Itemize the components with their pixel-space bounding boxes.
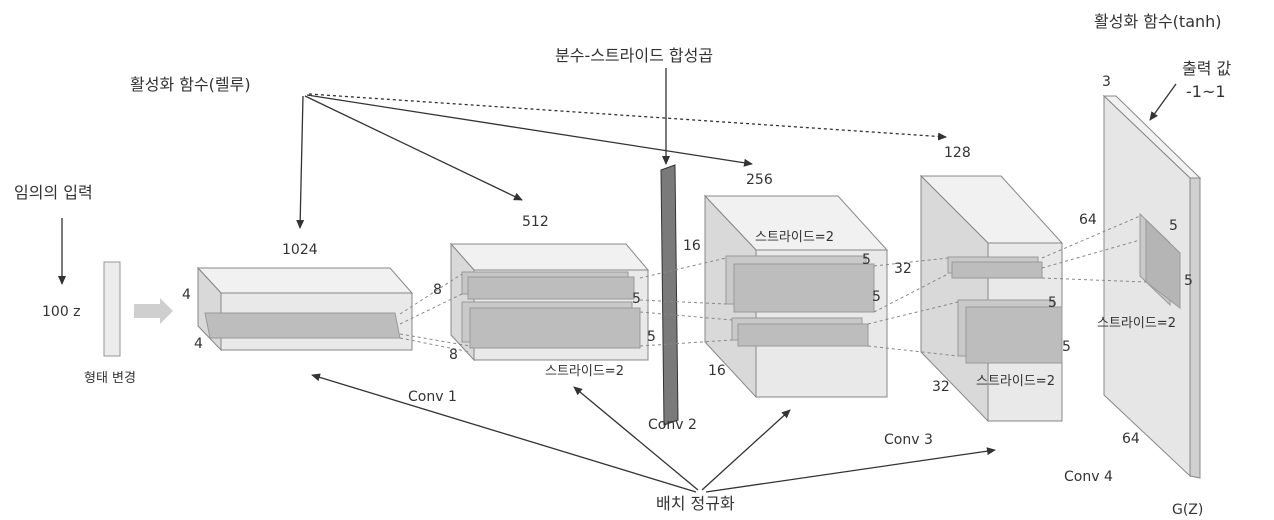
tanh-arrow xyxy=(1149,83,1177,121)
layer-5-kernel-b: 5 xyxy=(1184,273,1193,289)
layer-1-depth: 1024 xyxy=(282,242,318,258)
layer-4-kernel-a: 5 xyxy=(1048,295,1057,311)
layer-5-depth: 3 xyxy=(1102,74,1111,90)
flow-arrow xyxy=(134,298,173,324)
reshape-label: 형태 변경 xyxy=(84,371,136,386)
batch-norm-label: 배치 정규화 xyxy=(656,494,735,513)
relu-arrows xyxy=(296,93,947,229)
layer-1-width: 4 xyxy=(194,336,203,352)
layer-3-width: 16 xyxy=(708,363,726,379)
layer-2-stride: 스트라이드=2 xyxy=(545,364,624,379)
layer-4-depth: 128 xyxy=(944,145,971,161)
conv-4-label: Conv 4 xyxy=(1064,469,1113,485)
layer-5-width: 64 xyxy=(1122,431,1140,447)
layer-4-kernel-b: 5 xyxy=(1062,339,1071,355)
layer-3-stride: 스트라이드=2 xyxy=(755,230,834,245)
kernel-projection-lines xyxy=(399,215,1147,357)
layer-2-width: 8 xyxy=(449,347,458,363)
layer-4-height: 32 xyxy=(894,261,912,277)
layer-4-block xyxy=(919,174,1064,423)
relu-title: 활성화 함수(렐루) xyxy=(130,75,251,94)
output-range-line1: 출력 값 xyxy=(1182,59,1232,78)
input-title: 임의의 입력 xyxy=(14,183,93,202)
layer-4-stride: 스트라이드=2 xyxy=(976,374,1055,389)
layer-5-height: 64 xyxy=(1079,212,1097,228)
layer-3-kernel-b: 5 xyxy=(872,289,881,305)
layer-2-depth: 512 xyxy=(522,214,549,230)
layer-2-block xyxy=(449,242,650,362)
output-image-block xyxy=(1102,94,1202,479)
layer-3-kernel-a: 5 xyxy=(862,252,871,268)
tanh-title: 활성화 함수(tanh) xyxy=(1094,12,1222,31)
conv-1-label: Conv 1 xyxy=(408,389,457,405)
layer-3-block xyxy=(703,194,889,399)
layer-1-height: 4 xyxy=(182,287,191,303)
input-z-label: 100 z xyxy=(42,304,81,320)
layer-4-width: 32 xyxy=(932,379,950,395)
layer-2-kernel-a: 5 xyxy=(632,291,641,307)
layer-3-depth: 256 xyxy=(746,172,773,188)
layer-5-stride: 스트라이드=2 xyxy=(1097,316,1176,331)
layer-2-kernel-b: 5 xyxy=(647,329,656,345)
layer-3-height: 16 xyxy=(683,238,701,254)
layer-1-block xyxy=(196,266,414,352)
fractional-conv-bar xyxy=(660,164,679,426)
conv-2-label: Conv 2 xyxy=(648,417,697,433)
layer-2-height: 8 xyxy=(433,282,442,298)
gz-label: G(Z) xyxy=(1172,502,1204,518)
fractional-conv-title: 분수-스트라이드 합성곱 xyxy=(555,46,714,65)
batch-norm-arrows xyxy=(311,373,996,493)
reshape-bar xyxy=(103,261,121,357)
output-range-line2: -1~1 xyxy=(1186,82,1226,101)
layer-5-kernel-a: 5 xyxy=(1169,218,1178,234)
conv-3-label: Conv 3 xyxy=(884,432,933,448)
